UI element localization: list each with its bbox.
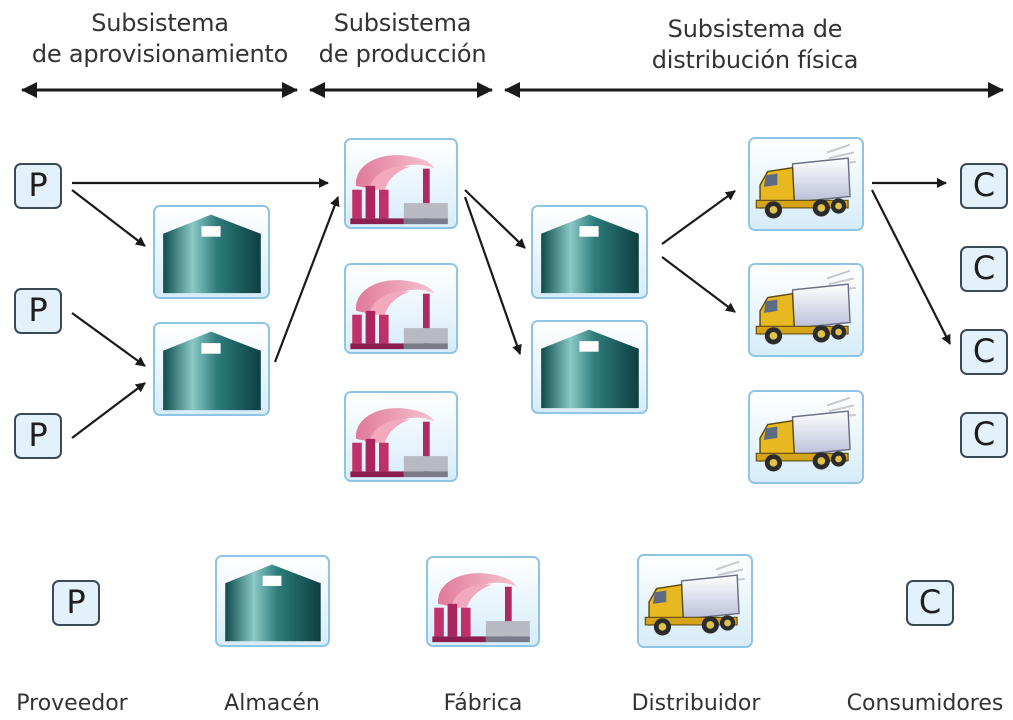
distribution-warehouse-node: [531, 205, 648, 299]
arrow-p1-warehouse1: [71, 189, 146, 247]
truck-icon: [750, 392, 862, 482]
supplier-node: P: [14, 288, 62, 334]
warehouse-node: [153, 205, 270, 299]
header-supply-subsystem: Subsistema de aprovisionamiento: [15, 8, 305, 70]
arrow-truck1-c3: [871, 189, 951, 345]
truck-node: [748, 137, 864, 231]
factory-icon: [428, 558, 538, 645]
header-production-subsystem: Subsistema de producción: [300, 8, 505, 70]
legend-label-consumers: Consumidores: [846, 691, 1004, 716]
legend-label-distributor: Distribuidor: [631, 691, 761, 716]
legend-label-warehouse: Almacén: [224, 691, 320, 716]
truck-node: [748, 263, 864, 357]
consumer-node: C: [960, 163, 1008, 209]
consumer-node: C: [960, 412, 1008, 458]
header-supply-line2: de aprovisionamiento: [31, 40, 289, 68]
factory-icon: [346, 140, 456, 227]
factory-icon: [346, 265, 456, 352]
truck-icon: [750, 265, 862, 355]
legend-consumer-box: C: [906, 580, 954, 626]
arrow-p3-warehouse2: [71, 382, 146, 439]
header-distribution-line1: Subsistema de: [667, 15, 843, 43]
arrow-factory1-dwarehouse1: [464, 189, 526, 249]
factory-node: [344, 138, 458, 229]
factory-node: [344, 263, 458, 354]
header-production-line1: Subsistema: [333, 9, 472, 37]
truck-node: [748, 390, 864, 484]
header-distribution-subsystem: Subsistema de distribución física: [600, 14, 910, 76]
supplier-node: P: [14, 413, 62, 459]
warehouse-icon: [155, 207, 268, 297]
header-supply-line1: Subsistema: [91, 9, 229, 37]
warehouse-icon: [533, 207, 646, 297]
distribution-warehouse-node: [531, 320, 648, 414]
arrow-dwarehouse1-truck2: [661, 256, 736, 313]
consumer-node: C: [960, 246, 1008, 292]
warehouse-icon: [217, 557, 328, 645]
legend-truck-tile: [637, 554, 753, 648]
factory-icon: [346, 393, 456, 480]
truck-icon: [639, 556, 751, 646]
legend-factory-tile: [426, 556, 540, 647]
legend-supplier-box: P: [52, 580, 100, 626]
supplier-node: P: [14, 163, 62, 209]
header-production-line2: de producción: [318, 40, 487, 68]
consumer-node: C: [960, 329, 1008, 375]
legend-warehouse-tile: [215, 555, 330, 647]
arrow-warehouse2-factory1: [273, 196, 340, 363]
legend-label-factory: Fábrica: [443, 691, 523, 716]
legend-label-supplier: Proveedor: [16, 691, 128, 716]
warehouse-icon: [533, 322, 646, 412]
arrow-factory1-dwarehouse2: [463, 196, 522, 355]
arrow-dwarehouse1-truck1: [661, 190, 736, 245]
header-distribution-line2: distribución física: [651, 46, 859, 74]
warehouse-node: [153, 322, 270, 416]
factory-node: [344, 391, 458, 482]
warehouse-icon: [155, 324, 268, 414]
truck-icon: [750, 139, 862, 229]
arrow-p2-warehouse2: [71, 312, 146, 367]
